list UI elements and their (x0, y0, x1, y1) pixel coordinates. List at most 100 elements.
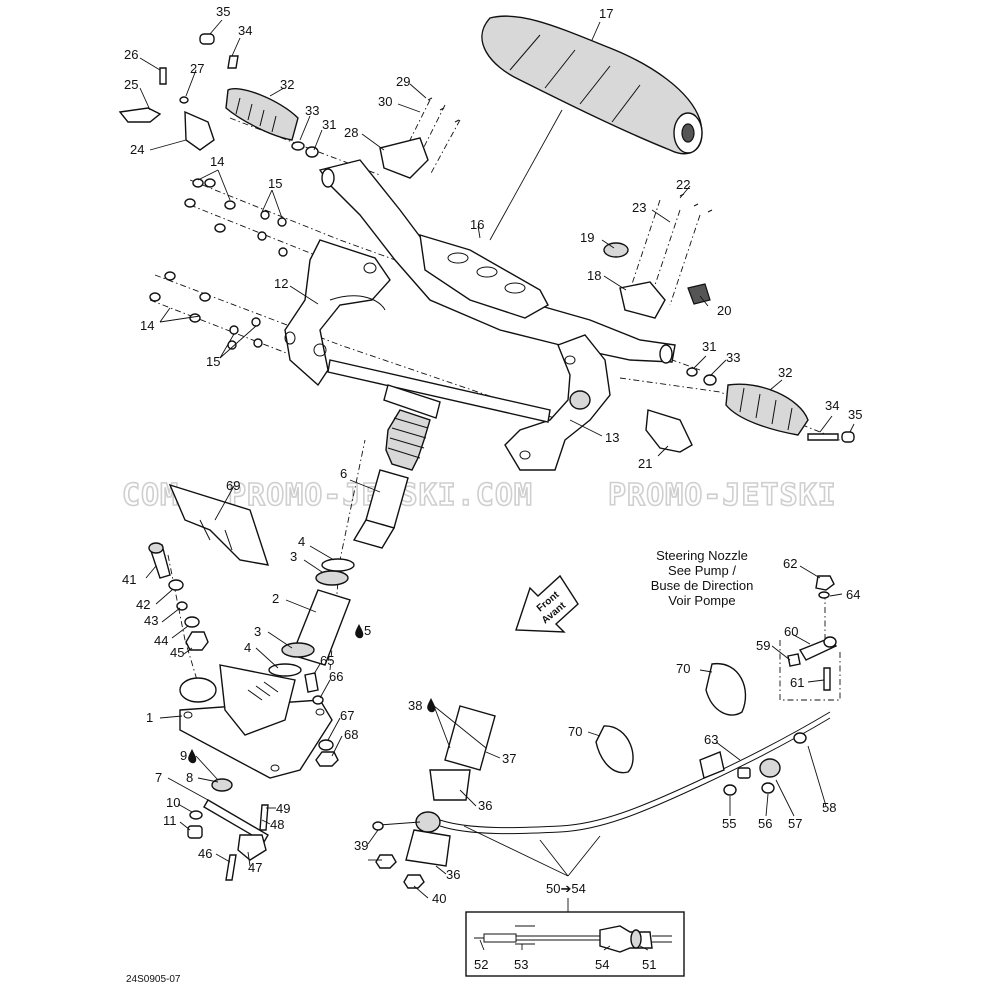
callout-49: 49 (276, 801, 290, 816)
callout-33b: 33 (726, 350, 740, 365)
callout-70a: 70 (676, 661, 690, 676)
callout-63: 63 (704, 732, 718, 747)
callout-65: 65 (320, 653, 334, 668)
callout-27: 27 (190, 61, 204, 76)
callout-58: 58 (822, 800, 836, 815)
callout-9: 9 (180, 748, 187, 763)
callout-36b: 36 (446, 867, 460, 882)
callout-66: 66 (329, 669, 343, 684)
leader-lines (139, 19, 855, 951)
callout-37: 37 (502, 751, 516, 766)
callout-7: 7 (155, 770, 162, 785)
front-arrow: Front Avant (515, 574, 579, 633)
callout-55: 55 (722, 816, 736, 831)
bolts-14-15-lower (149, 271, 263, 350)
drop-icon (427, 698, 436, 713)
callout-61: 61 (790, 675, 804, 690)
callout-43: 43 (144, 613, 158, 628)
callout-23: 23 (632, 200, 646, 215)
callout-57: 57 (788, 816, 802, 831)
note-line-3: Buse de Direction (651, 578, 754, 593)
callout-70b: 70 (568, 724, 582, 739)
part-21-cover (645, 409, 693, 453)
callout-31: 31 (322, 117, 336, 132)
callout-64: 64 (846, 587, 860, 602)
part-41-45-hardware (148, 542, 209, 651)
callout-52: 52 (474, 957, 488, 972)
callout-67: 67 (340, 708, 354, 723)
part-17-cover (481, 15, 703, 155)
callout-34b: 34 (825, 398, 839, 413)
part-28-30-clamp (379, 97, 460, 179)
document-id: 24S0905-07 (126, 974, 181, 985)
callout-labels: 35 34 26 27 25 32 33 31 24 14 15 29 30 2… (122, 4, 862, 972)
callout-30: 30 (378, 94, 392, 109)
callout-53: 53 (514, 957, 528, 972)
callout-36: 36 (478, 798, 492, 813)
callout-1: 1 (146, 710, 153, 725)
callout-32: 32 (280, 77, 294, 92)
callout-40: 40 (432, 891, 446, 906)
lubricant-drop-icons (188, 624, 436, 764)
drop-icon (188, 749, 197, 764)
callout-48: 48 (270, 817, 284, 832)
callout-32b: 32 (778, 365, 792, 380)
callout-14b: 14 (140, 318, 154, 333)
callout-22: 22 (676, 177, 690, 192)
callout-4b: 4 (244, 640, 251, 655)
part-69-plate (168, 483, 270, 566)
callout-6: 6 (340, 466, 347, 481)
callout-46: 46 (198, 846, 212, 861)
callout-38: 38 (408, 698, 422, 713)
steering-tube-lower (327, 359, 551, 423)
steering-nozzle-note: Steering Nozzle See Pump / Buse de Direc… (651, 548, 754, 608)
note-line-1: Steering Nozzle (656, 548, 748, 563)
callout-25: 25 (124, 77, 138, 92)
callout-62: 62 (783, 556, 797, 571)
part-12-steering-support (284, 239, 391, 387)
column-bushings (268, 558, 355, 677)
part-18-23-switch-housing (603, 193, 713, 319)
clamps-70 (595, 663, 747, 774)
callout-17: 17 (599, 6, 613, 21)
callout-44: 44 (154, 633, 168, 648)
callout-4a: 4 (298, 534, 305, 549)
callout-21: 21 (638, 456, 652, 471)
callout-11: 11 (163, 813, 177, 828)
note-line-2: See Pump / (668, 563, 736, 578)
nozzle-link-59-64 (787, 575, 838, 691)
callout-8: 8 (186, 770, 193, 785)
callout-18: 18 (587, 268, 601, 283)
callout-15: 15 (268, 176, 282, 191)
callout-51: 51 (642, 957, 656, 972)
callout-35: 35 (216, 4, 230, 19)
steering-cable (372, 705, 831, 889)
lower-linkage (187, 778, 269, 881)
bolts-14-15-upper (184, 178, 288, 257)
part-6-steering-column (352, 384, 441, 549)
callout-54: 54 (595, 957, 609, 972)
callout-69: 69 (226, 478, 240, 493)
callout-26: 26 (124, 47, 138, 62)
callout-14: 14 (210, 154, 224, 169)
callout-50-54: 50➔54 (546, 881, 586, 896)
part-16-handlebar (318, 159, 676, 364)
callout-16: 16 (470, 217, 484, 232)
callout-19: 19 (580, 230, 594, 245)
callout-35b: 35 (848, 407, 862, 422)
callout-47: 47 (248, 860, 262, 875)
part-1-base-plate (179, 664, 333, 779)
callout-34: 34 (238, 23, 252, 38)
callout-41: 41 (122, 572, 136, 587)
left-grip-group (118, 33, 319, 158)
watermark-text-1: COM (122, 478, 179, 513)
right-grip-group (686, 367, 855, 443)
callout-56: 56 (758, 816, 772, 831)
callout-5: 5 (364, 623, 371, 638)
callout-28: 28 (344, 125, 358, 140)
callout-15b: 15 (206, 354, 220, 369)
drop-icon (355, 624, 364, 639)
callout-68: 68 (344, 727, 358, 742)
callout-29: 29 (396, 74, 410, 89)
